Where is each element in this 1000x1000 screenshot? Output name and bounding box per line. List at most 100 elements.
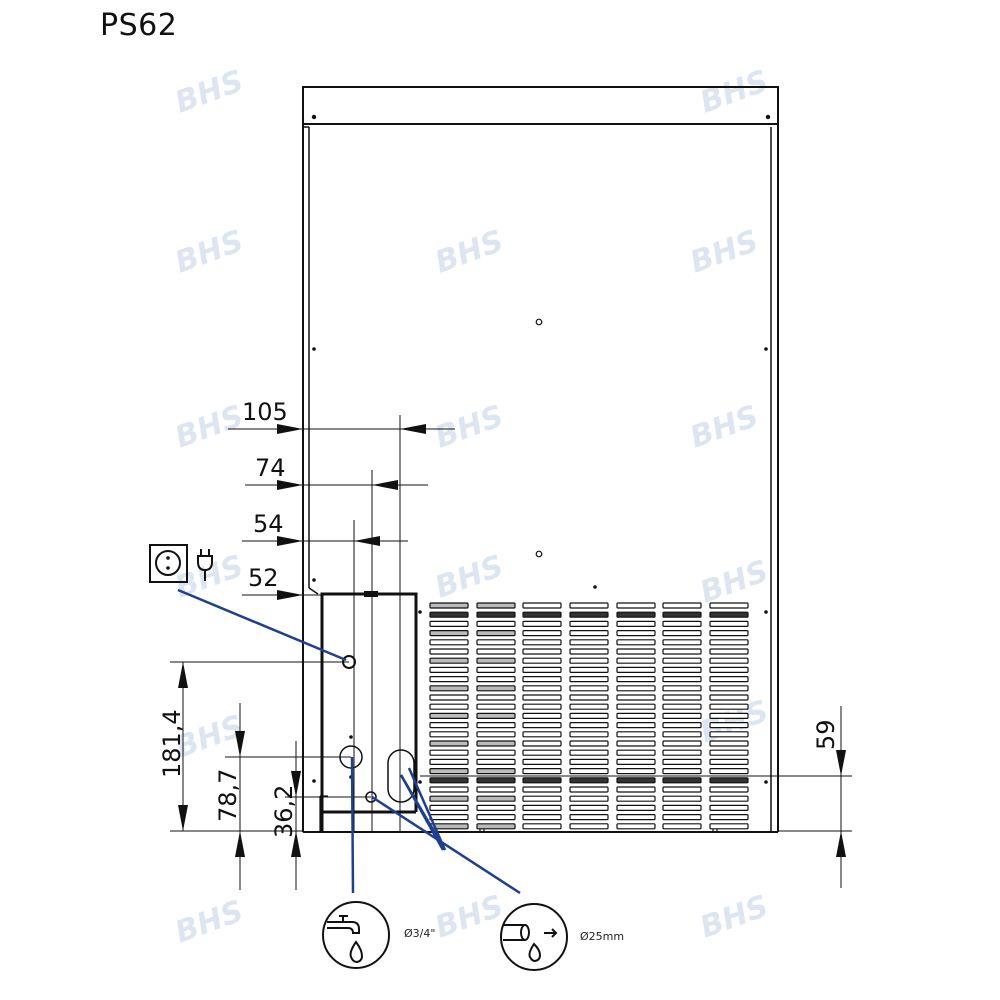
vertical-dimensions (170, 661, 852, 890)
vent-slot (522, 685, 562, 692)
vent-slot (476, 813, 516, 821)
vent-slot (662, 721, 702, 729)
vent-slot (569, 712, 609, 720)
vent-slot (662, 712, 702, 720)
vent-slot (616, 767, 656, 775)
vent-slot (476, 712, 516, 720)
vent-slot (662, 666, 702, 674)
vent-slot (616, 758, 656, 766)
vent-slot (569, 685, 609, 692)
vent-slot (429, 795, 469, 802)
vent-slot (616, 620, 656, 628)
vent-slot (616, 685, 656, 692)
vent-slot (476, 620, 516, 628)
vent-slot (569, 767, 609, 775)
vent-slot (569, 777, 609, 784)
vent-slot (709, 703, 749, 710)
vent-slot (476, 657, 516, 664)
vent-slot (662, 675, 702, 683)
vent-slot (662, 823, 702, 830)
dimension-59: 59 (812, 719, 840, 750)
vent-slot (522, 703, 562, 710)
vent-slot (429, 675, 469, 683)
dimension-74: 74 (255, 454, 286, 482)
water-inlet-label: Ø3/4" (404, 927, 435, 940)
vent-slot (476, 611, 516, 618)
vent-slot (616, 666, 656, 674)
vent-slot (616, 648, 656, 655)
vent-slot (569, 749, 609, 756)
vent-slot (429, 813, 469, 821)
watermark: BHS (696, 889, 773, 946)
model-title: PS62 (100, 8, 178, 43)
vent-slot (476, 749, 516, 756)
drain-label: Ø25mm (580, 930, 624, 943)
vent-slot (616, 795, 656, 802)
vent-slot (429, 731, 469, 738)
dimension-54: 54 (253, 510, 284, 538)
vent-slot (662, 795, 702, 802)
vent-slot (569, 666, 609, 674)
vent-slot (429, 648, 469, 655)
vent-slot (569, 648, 609, 655)
vent-slot (569, 804, 609, 812)
vent-slot (709, 786, 749, 793)
vent-slot (662, 777, 702, 784)
vent-slot (429, 786, 469, 793)
vent-slot (709, 721, 749, 729)
vent-slot (476, 767, 516, 775)
vent-slot (616, 740, 656, 747)
vent-slot (709, 685, 749, 692)
vent-slot (429, 740, 469, 747)
vent-slot (709, 639, 749, 646)
vent-slot (569, 611, 609, 618)
vent-slot (476, 795, 516, 802)
vent-slot (522, 629, 562, 637)
vent-slot (662, 767, 702, 775)
vent-slot (709, 694, 749, 701)
dimension-78-7: 78,7 (214, 769, 242, 822)
vent-slot (709, 602, 749, 609)
vent-slot (429, 712, 469, 720)
vent-slot (429, 721, 469, 729)
vent-slot (522, 675, 562, 683)
vent-slot (476, 703, 516, 710)
vent-slot (429, 749, 469, 756)
vent-slot (569, 602, 609, 609)
vent-slot (429, 602, 469, 609)
vent-slot (709, 648, 749, 655)
drain-connection-point (387, 749, 415, 803)
vent-slot (476, 804, 516, 812)
vent-slot (616, 721, 656, 729)
vent-slot (429, 611, 469, 618)
vent-slot (522, 767, 562, 775)
vent-slot (662, 611, 702, 618)
watermark: BHS (171, 224, 248, 281)
vent-slot (569, 703, 609, 710)
watermark: BHS (431, 549, 508, 606)
vent-slot (476, 694, 516, 701)
vent-slot (429, 639, 469, 646)
watermark: BHS (696, 64, 773, 121)
dimension-52: 52 (248, 564, 279, 592)
dimension-181-4: 181,4 (158, 709, 186, 778)
vent-slot (522, 813, 562, 821)
vent-slot (476, 740, 516, 747)
vent-slot (709, 620, 749, 628)
vent-slot (522, 740, 562, 747)
vent-slot (616, 804, 656, 812)
watermark: BHS (696, 554, 773, 611)
vent-slot (569, 813, 609, 821)
vent-slot (569, 721, 609, 729)
vent-slot (709, 823, 749, 830)
vent-slot (662, 804, 702, 812)
vent-slot (569, 639, 609, 646)
vent-slot (522, 749, 562, 756)
vent-slot (662, 657, 702, 664)
vent-slot (476, 675, 516, 683)
watermark: BHS (171, 64, 248, 121)
plug-icon (197, 549, 213, 581)
vent-slot (522, 758, 562, 766)
vent-slot (569, 786, 609, 793)
